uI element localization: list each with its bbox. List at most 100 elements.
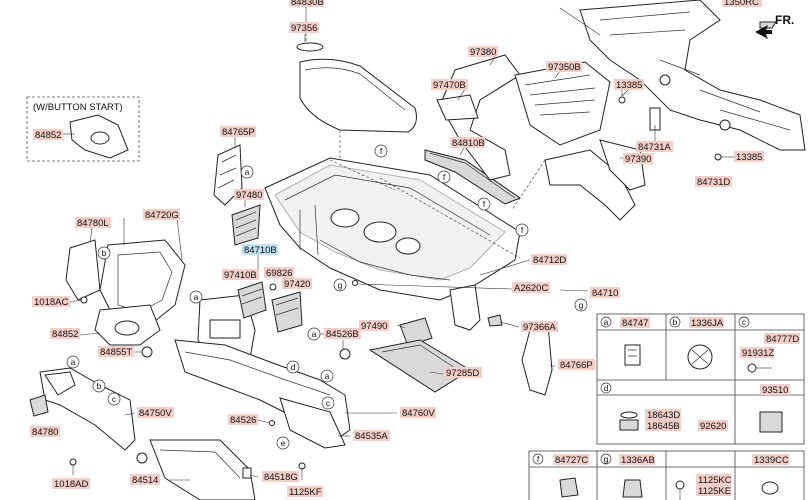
svg-text:97420: 97420 [284, 279, 310, 290]
svg-text:g: g [579, 300, 584, 310]
svg-text:g: g [604, 454, 609, 464]
svg-text:84518G: 84518G [264, 472, 298, 483]
svg-text:84526B: 84526B [326, 329, 359, 340]
callout-b: b [92, 379, 106, 393]
svg-text:f: f [443, 172, 446, 182]
clip-icon [624, 344, 641, 366]
callout-e: e [276, 436, 290, 450]
svg-text:92620: 92620 [700, 421, 726, 432]
label-69826: 69826 [264, 267, 294, 279]
callout-a: a [320, 369, 334, 383]
label-97285D: 97285D [444, 367, 482, 379]
svg-text:1125KF: 1125KF [289, 487, 322, 498]
svg-text:84852: 84852 [52, 329, 78, 340]
label-84765P: 84765P [220, 126, 256, 138]
svg-text:84731A: 84731A [638, 142, 671, 153]
svg-text:84780L: 84780L [77, 218, 109, 229]
parts-reference-table: a 84747 b 1336JA c 84777D 91931Z 93510 d… [528, 313, 805, 500]
label-97380: 97380 [468, 46, 498, 58]
callout-a: a [307, 327, 321, 341]
switch-icon [759, 411, 783, 433]
callout-f: f [515, 223, 529, 237]
svg-text:a: a [325, 371, 330, 381]
label-97410B: 97410B [222, 269, 259, 281]
svg-text:97470B: 97470B [433, 80, 466, 91]
svg-text:A2620C: A2620C [514, 283, 548, 294]
label-97480: 97480 [234, 189, 264, 201]
center-parts [174, 280, 553, 480]
svg-text:c: c [112, 394, 117, 404]
main-dashboard [264, 157, 521, 301]
callout-c: c [321, 396, 335, 410]
left-parts [29, 114, 261, 500]
svg-text:1336JA: 1336JA [691, 318, 724, 329]
svg-text:97490: 97490 [361, 321, 387, 332]
label-84731A: 84731A [636, 141, 673, 153]
svg-text:18645B: 18645B [647, 421, 680, 432]
svg-text:b: b [97, 381, 102, 391]
label-97350B: 97350B [546, 61, 582, 73]
svg-text:84720G: 84720G [145, 210, 179, 221]
table-d: d 18643D 18645B 92620 [600, 382, 728, 432]
callout-a: a [240, 165, 254, 179]
svg-text:f: f [380, 146, 383, 156]
label-84760V: 84760V [400, 407, 436, 419]
svg-text:a: a [604, 317, 609, 327]
table-b: b 1336JA [669, 316, 724, 329]
label-84766P: 84766P [558, 359, 595, 371]
svg-text:97380: 97380 [470, 47, 496, 58]
svg-text:84727C: 84727C [555, 455, 588, 466]
label-1350RC: 1350RC [722, 0, 762, 8]
svg-text:84731D: 84731D [697, 177, 730, 188]
label-84712D: 84712D [531, 254, 567, 266]
label-84526: 84526 [228, 414, 258, 426]
svg-text:a: a [312, 329, 317, 339]
callout-f: f [477, 197, 491, 211]
svg-text:1125KE: 1125KE [698, 486, 731, 497]
svg-text:b: b [673, 317, 678, 327]
label-84780L: 84780L [75, 217, 111, 229]
button-start-box: (W/BUTTON START) 84852 [26, 96, 140, 162]
part-labels: 84830B 97356 1350RC 97380 97350B 97470B … [30, 0, 764, 498]
svg-text:d: d [604, 383, 609, 393]
svg-text:1336AB: 1336AB [621, 455, 655, 466]
label-84852: 84852 [50, 328, 80, 340]
svg-text:1018AC: 1018AC [34, 297, 68, 308]
arrow-icon [755, 25, 772, 39]
label-84514: 84514 [130, 474, 160, 486]
svg-text:84810B: 84810B [452, 138, 485, 149]
table-i: 1339CC [752, 454, 789, 466]
svg-text:a: a [245, 167, 250, 177]
svg-text:f: f [483, 199, 486, 209]
table-g: g 1336AB [600, 453, 655, 466]
svg-text:84852: 84852 [35, 130, 61, 141]
callout-f: f [374, 144, 388, 158]
label-97490: 97490 [359, 320, 389, 332]
label-97470B: 97470B [431, 79, 468, 91]
label-84526B: 84526B [324, 328, 361, 340]
table-a: a 84747 [600, 316, 650, 329]
svg-text:84760V: 84760V [402, 408, 435, 419]
label-84710B: 84710B [242, 244, 278, 256]
svg-text:84750V: 84750V [139, 408, 172, 419]
svg-text:b: b [102, 248, 107, 258]
svg-text:93510: 93510 [762, 385, 788, 396]
svg-text:1125KC: 1125KC [698, 475, 732, 486]
callout-d: d [286, 360, 300, 374]
svg-text:f: f [521, 225, 524, 235]
svg-text:84765P: 84765P [222, 127, 255, 138]
svg-text:1339CC: 1339CC [754, 455, 789, 466]
table-c: c 84777D 91931Z [738, 316, 800, 359]
label-97356: 97356 [289, 22, 319, 34]
svg-text:91931Z: 91931Z [742, 348, 774, 359]
svg-text:84514: 84514 [132, 475, 158, 486]
label-1018AD: 1018AD [52, 478, 90, 490]
svg-text:13385: 13385 [736, 152, 762, 163]
label-84710: 84710 [590, 287, 620, 299]
svg-text:97366A: 97366A [523, 322, 556, 333]
svg-text:a: a [194, 292, 199, 302]
svg-text:84780: 84780 [32, 427, 58, 438]
label-97420: 97420 [282, 278, 312, 290]
label-84855T: 84855T [98, 346, 134, 358]
